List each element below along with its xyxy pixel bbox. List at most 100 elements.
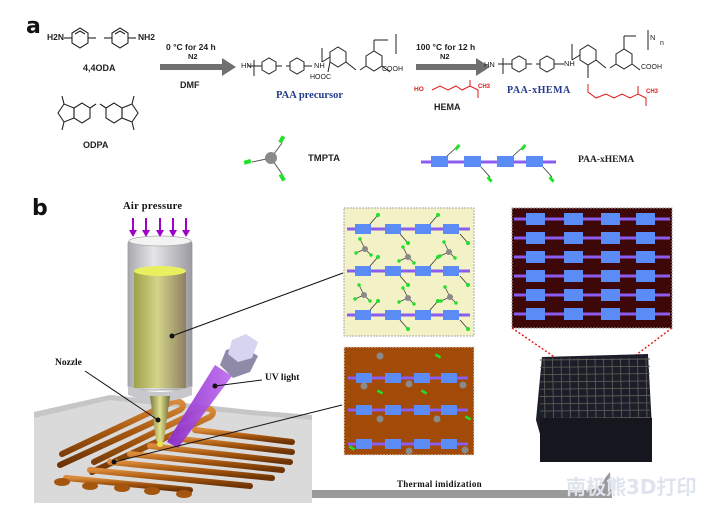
polymer-block (355, 310, 371, 320)
polymer-block (415, 310, 431, 320)
crosslink-node (433, 415, 441, 423)
pendant-link (429, 256, 439, 267)
polymer-block (356, 439, 372, 449)
polymer-block (441, 373, 457, 383)
pendant-link (369, 256, 379, 267)
crosslink-node (376, 415, 384, 423)
polymer-block (601, 308, 620, 320)
polymer-block (356, 405, 372, 415)
polymer-block (636, 270, 655, 282)
pendant-link (429, 300, 439, 311)
polymer-block (443, 224, 459, 234)
crosslink-node (459, 381, 467, 389)
legend-tmpta-label: TMPTA (308, 153, 341, 164)
product-ch3-group: CH3 (646, 89, 659, 95)
panel-b-letter: b (32, 196, 48, 221)
pendant-link (399, 319, 409, 330)
tmpta-end (454, 301, 458, 305)
polymer-block (564, 289, 583, 301)
cured-schematic-panel (343, 346, 475, 456)
uv-light-label: UV light (265, 373, 300, 383)
polymer-block (526, 232, 545, 244)
scaffold-wall (603, 357, 605, 419)
polymer-block (385, 405, 401, 415)
thermal-imidization-arrow (300, 472, 612, 498)
polymer-block (601, 213, 620, 225)
thermal-imidization-label: Thermal imidization (397, 479, 482, 489)
polymer-block (441, 405, 457, 415)
tmpta-end (439, 299, 443, 303)
tmpta-end (412, 261, 416, 265)
polymer-block (564, 213, 583, 225)
polymer-block (636, 251, 655, 263)
crosslink-node (360, 382, 368, 390)
oda-structure (64, 27, 136, 49)
polymer-block (385, 373, 401, 383)
unreacted-acrylate (434, 353, 442, 359)
unreacted-acrylate (348, 445, 356, 451)
polymer-block (601, 270, 620, 282)
acrylate-end (466, 327, 470, 331)
pendant-link (369, 214, 379, 225)
pendant-link (369, 300, 379, 311)
scaffold-wall (560, 357, 563, 419)
tmpta-end (443, 285, 447, 289)
legend-paa-xhema-label: PAA-xHEMA (578, 155, 635, 165)
crosslink-node (405, 447, 413, 455)
polymer-block (443, 310, 459, 320)
acrylate-end (406, 241, 410, 245)
paa-xhema-structure (498, 30, 649, 78)
tmpta-end (354, 251, 358, 255)
acrylate-end (436, 213, 440, 217)
step2-condition: 100 °C for 12 h (416, 42, 476, 52)
crosslink-node (405, 380, 413, 388)
step2-atmosphere: N2 (440, 52, 450, 61)
scaffold-wall (611, 357, 614, 419)
polymer-block (636, 308, 655, 320)
nozzle-label: Nozzle (55, 358, 82, 368)
polymer-block (636, 213, 655, 225)
polymer-block (526, 289, 545, 301)
polymer-block (636, 232, 655, 244)
step1-atmosphere: N2 (188, 52, 198, 61)
pendant-link (399, 275, 409, 286)
paa-xhema-chain-icon (421, 144, 556, 183)
intermediate-name: PAA precursor (276, 90, 343, 101)
tmpta-molecule-icon (243, 135, 286, 182)
polymer-block (526, 308, 545, 320)
scaffold-wall (539, 365, 651, 368)
polymer-block (564, 232, 583, 244)
paa-cooh-group: COOH (382, 66, 403, 73)
acrylate-end (376, 299, 380, 303)
hema-structure (431, 80, 479, 98)
tmpta-core (405, 295, 411, 301)
leader-lines (84, 272, 344, 465)
scaffold-wall (577, 357, 580, 419)
hema-ch3-group: CH3 (478, 84, 491, 90)
crosslink-node (376, 352, 384, 360)
polymer-block (385, 224, 401, 234)
reactant1-name: 4,4ODA (83, 63, 116, 73)
polymer-block (385, 310, 401, 320)
polymer-block (564, 308, 583, 320)
tmpta-end (453, 256, 457, 260)
paa-nh-group: NH (314, 61, 325, 70)
acrylate-end (466, 241, 470, 245)
watermark: 南极熊3D打印 (566, 475, 697, 499)
scaffold-wall (586, 357, 588, 419)
oda-left-group: H2N (47, 32, 65, 42)
crosslink-node (461, 446, 469, 454)
product-nh-group: NH (564, 59, 575, 68)
tmpta-end (397, 300, 401, 304)
acrylate-end (376, 255, 380, 259)
step2-reagent: HEMA (434, 102, 461, 112)
tmpta-end (397, 259, 401, 263)
step1-condition: 0 °C for 24 h (166, 42, 216, 52)
step1-solvent: DMF (180, 80, 200, 90)
unreacted-acrylate (464, 415, 472, 421)
odpa-structure (57, 95, 139, 131)
scaffold-wall (539, 358, 651, 361)
product-n-subscript: n (660, 40, 664, 47)
air-pressure-label: Air pressure (123, 201, 183, 212)
